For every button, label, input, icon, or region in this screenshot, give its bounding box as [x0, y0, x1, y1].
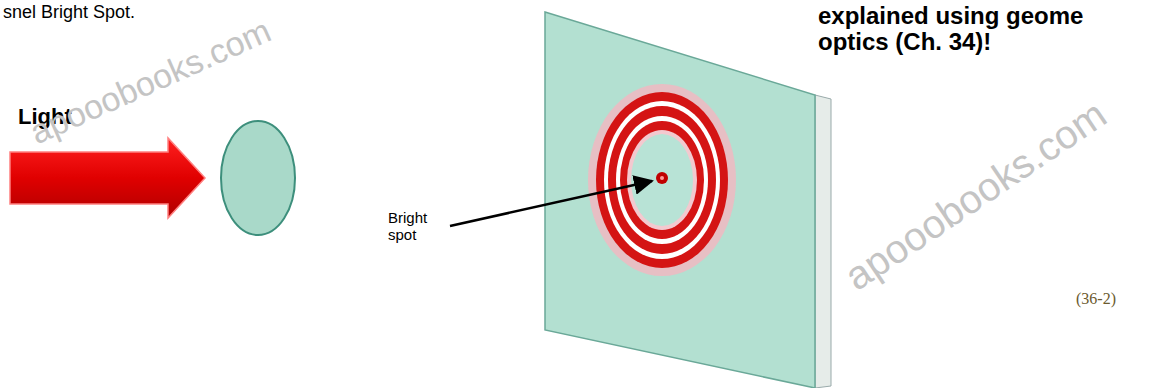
watermark: apooobooks.com: [836, 91, 1114, 299]
screen-edge: [815, 95, 831, 388]
note-text: optics (Ch. 34)!: [818, 28, 991, 56]
opaque-disc: [221, 121, 295, 235]
slide-title: snel Bright Spot.: [3, 2, 135, 23]
screen: [545, 12, 815, 388]
note-text: explained using geome: [818, 2, 1083, 30]
diffraction-rings: [588, 84, 736, 276]
callout-label: Bright spot: [386, 208, 446, 245]
leader-line: [450, 181, 652, 226]
slide-number: (36-2): [1076, 290, 1116, 308]
